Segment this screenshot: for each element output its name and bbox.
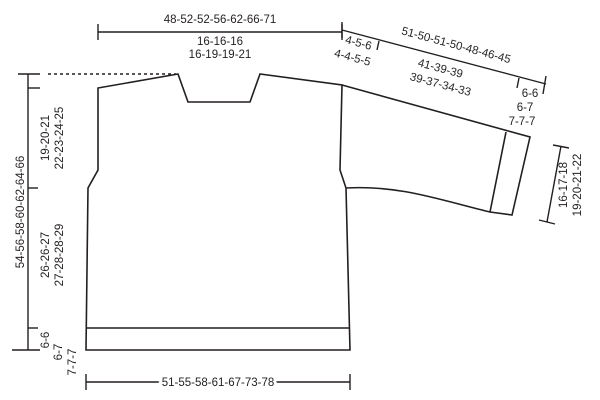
body-outline (85, 73, 351, 351)
total-length-dimension (12, 73, 40, 351)
cuff-width-label-2: 19-20-21-22 (572, 154, 584, 217)
neck-label-2: 16-19-19-21 (189, 49, 252, 61)
body-length-label-1: 26-26-27 (40, 232, 52, 278)
sleeve-cuff-line (489, 131, 507, 213)
cuff-label-3: 7-7-7 (509, 116, 536, 128)
total-length-label: 54-56-58-60-62-64-66 (15, 156, 27, 269)
cuff-label-2: 6-7 (517, 102, 534, 114)
rib-label-3: 7-7-7 (67, 349, 79, 376)
body-length-label-2: 27-28-28-29 (54, 224, 66, 287)
armhole-label-2: 22-23-24-25 (54, 107, 66, 170)
sleeve-mid-label-2: 39-37-34-33 (408, 71, 472, 99)
top-width-label: 48-52-52-56-62-66-71 (164, 14, 277, 26)
sleeve-length-dimension (341, 22, 547, 95)
cuff-label-1: 6-6 (522, 88, 539, 100)
cuff-width-dimension (538, 144, 570, 225)
bottom-width-dimension (85, 374, 351, 390)
neck-label-1: 16-16-16 (197, 36, 243, 48)
rib-label-1: 6-6 (40, 332, 52, 349)
rib-label-2: 6-7 (53, 344, 65, 361)
cuff-width-label-1: 16-17-18 (558, 162, 570, 208)
bottom-width-label: 51-55-58-61-67-73-78 (162, 377, 275, 389)
armhole-label-1: 19-20-21 (40, 115, 52, 161)
